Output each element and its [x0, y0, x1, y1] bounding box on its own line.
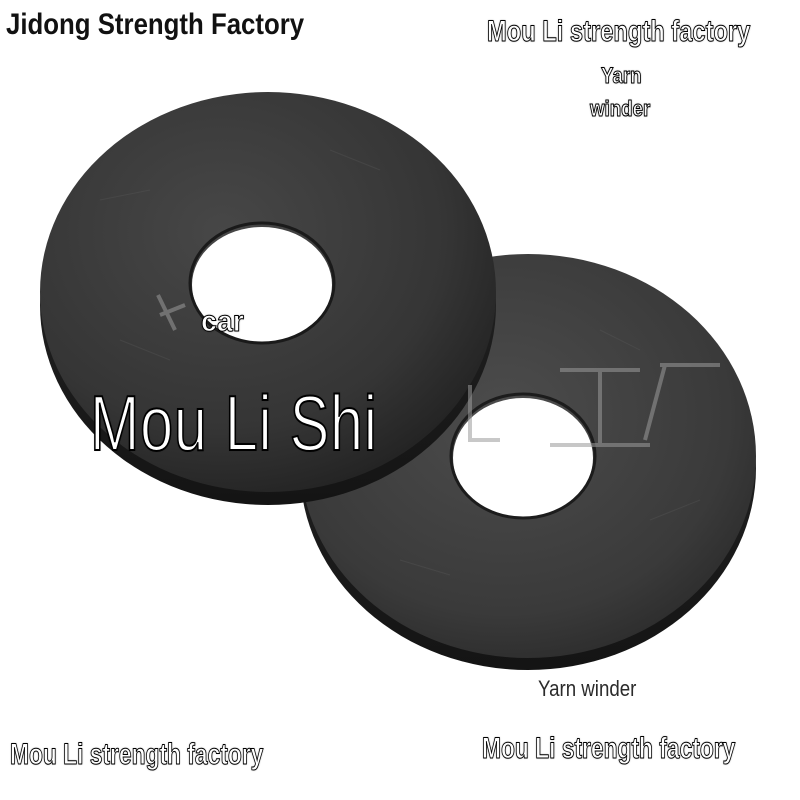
washer-bottom-hole-rim — [449, 392, 597, 520]
washer-top-hole-rim — [188, 221, 336, 345]
watermark-top-left: Jidong Strength Factory — [6, 8, 305, 41]
watermark-bottom-left: Mou Li strength factory — [10, 738, 264, 772]
watermark-top-right-sub-line1: Yarn — [601, 63, 642, 89]
watermark-top-right: Mou Li strength factory — [487, 15, 751, 49]
watermark-top-right-sub-line2: winder — [590, 96, 651, 122]
surface-texture — [99, 149, 701, 576]
watermark-center-big: Mou Li Shi — [89, 378, 378, 468]
watermark-bottom-right-small: Yarn winder — [538, 676, 637, 701]
washer-top — [40, 92, 496, 505]
faint-watermark-strokes — [156, 294, 720, 447]
watermark-center-small: car — [201, 305, 245, 339]
watermark-bottom-right: Mou Li strength factory — [482, 732, 736, 766]
